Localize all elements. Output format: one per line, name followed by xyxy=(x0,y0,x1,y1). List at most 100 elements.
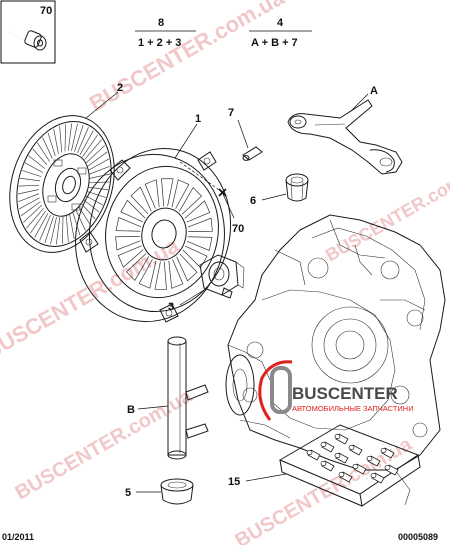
disc-spoke xyxy=(67,123,73,151)
release-bearing-illustration xyxy=(199,254,245,299)
disc-spoke xyxy=(87,151,108,167)
disc-spoke xyxy=(18,184,40,187)
disc-spoke xyxy=(18,197,40,210)
pin-illustration xyxy=(242,146,263,161)
callout-8: 8 xyxy=(158,17,164,29)
callout-4: 4 xyxy=(277,17,284,29)
disc-spoke xyxy=(72,212,81,236)
disc-spoke xyxy=(85,145,105,164)
disc-spoke xyxy=(37,142,50,162)
disc-spoke xyxy=(88,158,110,171)
footer-date: 01/2011 xyxy=(2,532,34,542)
disc-spoke xyxy=(34,213,49,238)
bushing-5-illustration xyxy=(160,478,194,505)
diaphragm-finger xyxy=(138,259,157,289)
callout-3: 3 xyxy=(168,301,174,313)
pin-set-item xyxy=(352,463,367,475)
clutch-disc-illustration xyxy=(9,115,115,253)
disc-spoke xyxy=(18,193,40,203)
disc-spokes xyxy=(17,123,111,245)
logo-brand: BUSCENTER xyxy=(292,384,398,403)
callout-1: 1 xyxy=(195,113,201,125)
leader-lines xyxy=(85,91,369,493)
callout-2: 2 xyxy=(117,82,123,94)
pin-set-item xyxy=(320,441,335,453)
diaphragm-finger xyxy=(115,217,142,232)
buscenter-logo: BUSCENTER АВТОМОБИЛЬНЫЕ ЗАПЧАСТИНИ xyxy=(258,360,414,421)
pin-set-item xyxy=(334,452,349,464)
disc-spoke xyxy=(23,204,43,223)
disc-spoke xyxy=(79,130,94,155)
pin-set-box-illustration xyxy=(278,424,421,507)
diaphragm-fingers xyxy=(115,178,213,290)
disc-spoke xyxy=(32,148,48,166)
disc-spoke xyxy=(29,210,46,234)
kit-formula-8: 8 1 + 2 + 3 xyxy=(135,17,196,49)
diaphragm-finger xyxy=(176,253,198,282)
disc-spoke xyxy=(69,214,75,240)
disc-spoke xyxy=(64,124,67,152)
callout-B: B xyxy=(127,404,135,416)
pin-set-item xyxy=(320,460,335,472)
pin-set-item xyxy=(334,433,349,445)
callout-A: A xyxy=(370,85,378,97)
disc-spoke xyxy=(65,215,69,242)
pin-set-items xyxy=(306,433,399,484)
disc-spoke xyxy=(85,195,104,206)
diaphragm-finger xyxy=(154,261,167,290)
watermark-text-left: BUSCENTER.com.ua xyxy=(0,232,184,364)
callout-7: 7 xyxy=(228,107,234,119)
disc-spoke xyxy=(50,216,57,245)
diaphragm-finger xyxy=(126,253,149,282)
kit-formula-4: 4 A + B + 7 xyxy=(249,17,312,49)
disc-spoke xyxy=(61,216,64,244)
logo-subtitle: АВТОМОБИЛЬНЫЕ ЗАПЧАСТИНИ xyxy=(292,404,414,413)
disc-spoke xyxy=(39,214,51,241)
disc-spoke xyxy=(88,165,110,175)
disc-spoke xyxy=(80,202,96,220)
disc-spoke xyxy=(19,177,41,182)
pin-set-item xyxy=(348,444,363,456)
diaphragm-finger xyxy=(144,179,160,209)
disc-spoke xyxy=(74,124,84,152)
disc-spoke xyxy=(84,139,102,160)
disc-spoke xyxy=(88,181,110,184)
bolt-icon xyxy=(7,30,47,51)
disc-spoke xyxy=(71,123,78,152)
formula-4: A + B + 7 xyxy=(251,37,298,49)
formula-8: 1 + 2 + 3 xyxy=(138,37,181,49)
disc-spoke xyxy=(78,206,91,226)
fork-shaft-illustration xyxy=(167,336,209,460)
cross-marker-icon xyxy=(218,188,227,197)
callout-5: 5 xyxy=(125,487,131,499)
pin-set-item xyxy=(380,447,395,459)
diaphragm-finger xyxy=(168,259,184,289)
disc-spoke xyxy=(24,162,43,173)
diaphragm-finger xyxy=(187,217,213,232)
disc-spoke xyxy=(28,155,45,169)
pressure-plate-illustration xyxy=(75,147,232,323)
release-fork-illustration xyxy=(287,99,403,175)
pin-set-item xyxy=(370,472,385,484)
footer-ref: 00005089 xyxy=(398,532,438,542)
diaphragm-finger xyxy=(117,245,144,268)
disc-spoke xyxy=(42,137,53,159)
diaphragm-finger xyxy=(115,236,141,251)
disc-spoke xyxy=(20,201,41,217)
pin-set-item xyxy=(306,449,321,461)
diaphragm-finger xyxy=(130,186,152,215)
disc-spoke xyxy=(22,170,42,177)
pin-set-item xyxy=(338,471,353,483)
diaphragm-finger xyxy=(161,178,174,207)
callout-70-inset: 70 xyxy=(40,5,52,17)
disc-spoke xyxy=(77,127,89,154)
disc-spoke xyxy=(89,173,111,179)
disc-spoke xyxy=(87,186,109,191)
logo-swoosh xyxy=(258,360,293,421)
diaphragm-finger xyxy=(171,179,190,209)
disc-spoke xyxy=(44,216,54,244)
logo-b-mark xyxy=(270,366,292,414)
callout-6: 6 xyxy=(250,195,256,207)
